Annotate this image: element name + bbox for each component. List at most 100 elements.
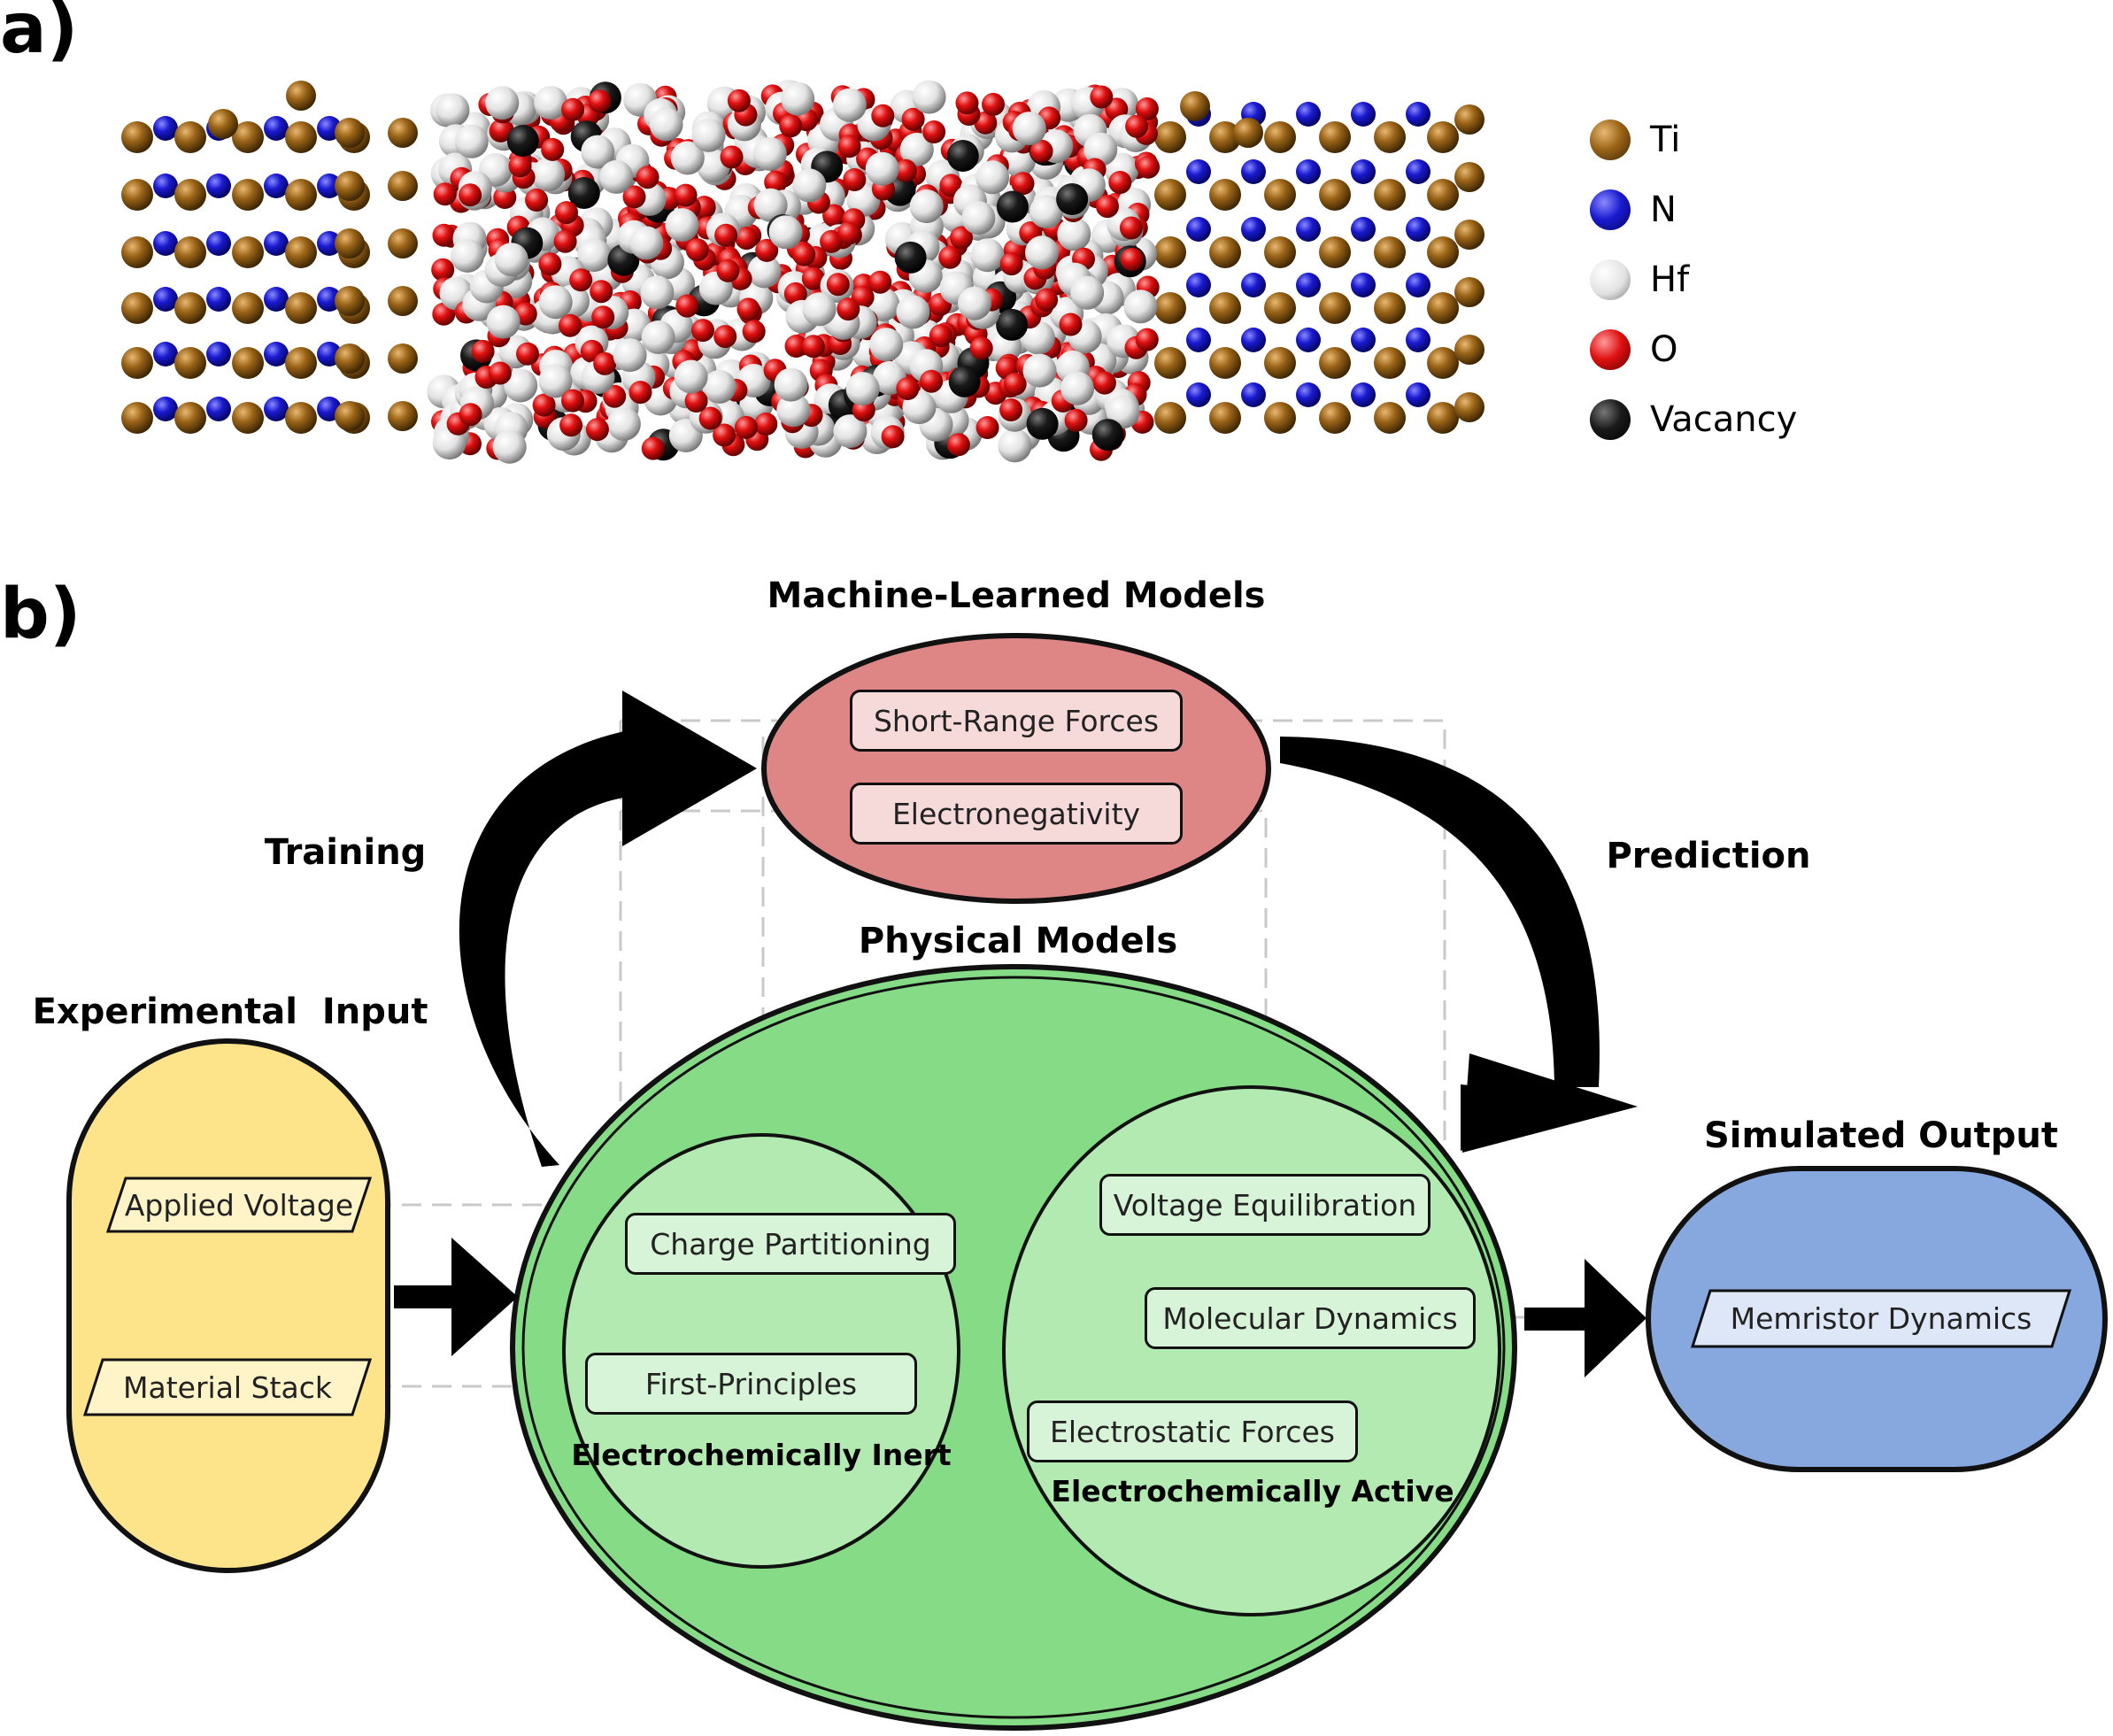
- atom-ti: [1264, 292, 1296, 324]
- atom-o: [1125, 114, 1149, 138]
- atom-n: [1406, 102, 1431, 127]
- atom-o: [736, 297, 760, 321]
- atom-o: [922, 120, 946, 143]
- molecular-dynamics-box: Molecular Dynamics: [1145, 1287, 1476, 1349]
- atom-hf: [599, 159, 634, 194]
- atom-ti: [1319, 347, 1351, 379]
- atom-ti: [1427, 292, 1459, 324]
- voltage-equilibration-box: Voltage Equilibration: [1099, 1174, 1431, 1236]
- atom-ti: [1154, 121, 1186, 153]
- legend-label: Vacancy: [1650, 398, 1798, 440]
- atom-hf: [792, 168, 827, 203]
- atom-o: [893, 158, 917, 182]
- atom-hf: [912, 80, 946, 114]
- atom-vac: [1091, 419, 1124, 451]
- atom-o: [1030, 139, 1053, 163]
- atomic-structure: [121, 80, 1484, 464]
- atom-o: [431, 258, 455, 282]
- o-swatch-icon: [1590, 328, 1631, 370]
- atom-ti: [1319, 402, 1351, 434]
- atom-ti: [1427, 347, 1459, 379]
- atom-vac: [946, 140, 979, 172]
- atom-n: [1406, 328, 1431, 352]
- atom-hf: [436, 93, 470, 127]
- atom-hf: [640, 275, 675, 310]
- atom-o: [538, 252, 562, 276]
- atom-o: [559, 313, 582, 337]
- atom-ti: [1427, 402, 1459, 434]
- atom-ti: [232, 236, 264, 268]
- atom-hf: [451, 239, 484, 273]
- atom-ti: [121, 121, 153, 153]
- experimental-input-shape: [66, 1038, 390, 1573]
- atom-o: [938, 245, 962, 269]
- atom-o: [754, 413, 778, 436]
- atom-ti: [1264, 347, 1296, 379]
- atom-ti: [1209, 121, 1241, 153]
- atom-o: [999, 398, 1023, 421]
- atom-hf: [961, 201, 996, 235]
- memristor-dynamics-label: Memristor Dynamics: [1730, 1301, 2032, 1336]
- atom-ti: [174, 402, 206, 434]
- atom-o: [929, 324, 952, 348]
- atom-hf: [670, 141, 705, 175]
- atom-ti: [1454, 104, 1484, 135]
- atom-o: [675, 294, 699, 318]
- atom-ti: [1264, 179, 1296, 211]
- atom-o: [532, 393, 556, 417]
- applied-voltage-label: Applied Voltage: [124, 1187, 354, 1223]
- atom-ti: [1154, 236, 1186, 268]
- atom-ti: [388, 401, 418, 431]
- atom-o: [982, 92, 1005, 116]
- prediction-arrow: [1280, 737, 1638, 1153]
- atom-ti: [1264, 402, 1296, 434]
- atom-o: [1035, 288, 1059, 312]
- atom-ti: [388, 286, 418, 316]
- atom-vac: [1056, 183, 1089, 215]
- atom-n: [1351, 159, 1376, 184]
- atom-o: [516, 342, 539, 366]
- legend-label: Ti: [1650, 119, 1681, 160]
- atom-n: [1241, 217, 1266, 242]
- atom-o: [559, 413, 583, 437]
- atom-n: [264, 174, 289, 198]
- atom-ti: [1209, 236, 1241, 268]
- atom-ti: [232, 347, 264, 379]
- atom-hf: [1030, 195, 1063, 228]
- legend: Ti N Hf O Vacancy: [1590, 104, 1797, 454]
- atom-o: [792, 243, 816, 266]
- atom-ti: [1233, 118, 1263, 148]
- applied-voltage-shape: [105, 1177, 373, 1233]
- atom-o: [561, 389, 584, 413]
- atom-o: [1135, 328, 1159, 351]
- atom-ti: [285, 236, 317, 268]
- training-arrow: [459, 691, 757, 1167]
- vacancy-swatch-icon: [1590, 398, 1631, 440]
- atom-ti: [285, 347, 317, 379]
- atom-hf: [833, 414, 868, 449]
- atom-hf: [747, 254, 782, 289]
- atom-o: [541, 137, 565, 161]
- atom-ti: [1319, 236, 1351, 268]
- atom-hf: [1083, 132, 1118, 166]
- atom-o: [1064, 408, 1088, 432]
- atom-o: [783, 282, 807, 305]
- atom-hf: [629, 226, 664, 260]
- atom-ti: [232, 292, 264, 324]
- atom-hf: [909, 189, 944, 224]
- legend-item-vacancy: Vacancy: [1590, 384, 1797, 454]
- atom-hf: [1057, 217, 1091, 251]
- prediction-label: Prediction: [1606, 836, 1811, 876]
- atom-n: [1351, 217, 1376, 242]
- atom-ti: [335, 228, 365, 258]
- atom-n: [264, 287, 289, 312]
- atom-hf: [1060, 371, 1095, 405]
- atom-hf: [531, 158, 566, 192]
- atom-hf: [702, 369, 736, 404]
- atom-ti: [174, 121, 206, 153]
- atom-o: [843, 168, 867, 191]
- atom-o: [674, 183, 698, 207]
- atom-ti: [388, 118, 418, 148]
- atom-o: [896, 377, 920, 400]
